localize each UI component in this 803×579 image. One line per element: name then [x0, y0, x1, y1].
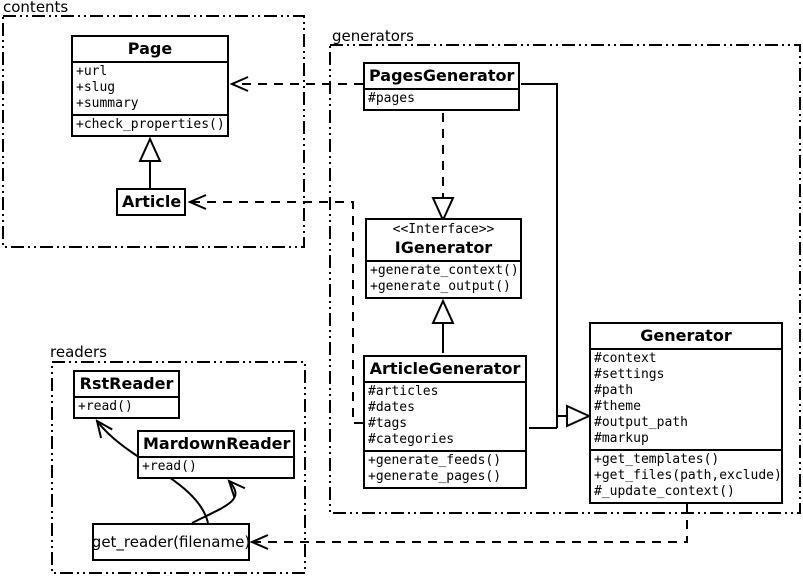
class-box-pagesgenerator: PagesGenerator #pages	[363, 62, 520, 111]
class-box-rstreader: RstReader +read()	[73, 370, 180, 419]
methods-compartment: +check_properties()	[73, 114, 227, 135]
class-name-generator: Generator	[640, 326, 732, 345]
class-name-article: Article	[122, 192, 182, 211]
method: +read()	[78, 399, 133, 414]
arrow-get-reader-to-mardownreader	[191, 481, 235, 524]
attribute: #markup	[594, 431, 649, 446]
attribute: #settings	[594, 367, 665, 382]
method: +generate_output()	[370, 279, 511, 294]
package-border-readers	[51, 361, 306, 574]
method: +get_templates()	[594, 452, 720, 467]
function-box-get-reader: get_reader(filename)	[92, 523, 250, 561]
interface-box-igenerator: <<Interface>> IGenerator +generate_conte…	[365, 218, 522, 299]
method: +check_properties()	[76, 117, 225, 132]
package-label-contents: contents	[3, 0, 69, 16]
attribute: #tags	[368, 416, 408, 431]
attribute: +summary	[76, 96, 139, 111]
attribute: #articles	[368, 384, 439, 399]
interface-title: <<Interface>> IGenerator	[367, 220, 520, 260]
attribute: #output_path	[594, 415, 688, 430]
methods-compartment: +get_templates() +get_files(path,exclude…	[591, 449, 782, 502]
attribute: #dates	[368, 400, 415, 415]
method: +read()	[142, 459, 197, 474]
method: +generate_pages()	[368, 469, 502, 484]
method: +generate_context()	[370, 263, 519, 278]
method: #_update_context()	[594, 484, 735, 499]
package-label-readers: readers	[50, 343, 107, 361]
inheritance-line-pagesgenerator-to-generator	[521, 83, 558, 428]
attributes-compartment: #context #settings #path #theme #output_…	[591, 348, 781, 449]
dependency-arrow-articlegenerator-to-article	[190, 202, 363, 424]
attribute: #categories	[368, 432, 455, 447]
class-name-mardownreader: MardownReader	[143, 434, 291, 453]
package-border-contents	[2, 15, 305, 248]
attributes-compartment: #articles #dates #tags #categories	[365, 381, 525, 450]
methods-compartment: +generate_context() +generate_output()	[367, 260, 520, 297]
class-name-page: Page	[127, 39, 173, 58]
attribute: #pages	[368, 91, 415, 106]
class-box-mardownreader: MardownReader +read()	[137, 430, 295, 479]
package-label-generators: generators	[332, 27, 414, 45]
class-name-articlegenerator: ArticleGenerator	[369, 359, 521, 378]
package-border-generators	[329, 44, 801, 514]
methods-compartment: +read()	[139, 456, 293, 477]
class-name-rstreader: RstReader	[79, 374, 174, 393]
method: +generate_feeds()	[368, 453, 502, 468]
class-name-igenerator: IGenerator	[394, 238, 493, 257]
methods-compartment: +generate_feeds() +generate_pages()	[365, 450, 525, 487]
class-box-generator: Generator #context #settings #path #them…	[589, 322, 783, 504]
stereotype-label: <<Interface>>	[392, 222, 495, 237]
attributes-compartment: #pages	[365, 88, 518, 109]
attribute: #theme	[594, 399, 641, 414]
function-label-get-reader: get_reader(filename)	[91, 533, 251, 551]
attribute: +url	[76, 64, 108, 79]
class-box-article: Article	[116, 188, 186, 216]
attribute: #path	[594, 383, 634, 398]
class-box-articlegenerator: ArticleGenerator #articles #dates #tags …	[363, 355, 527, 489]
dependency-arrow-generator-to-get-reader	[252, 504, 688, 542]
method: +get_files(path,exclude)	[594, 468, 782, 483]
attribute: +slug	[76, 80, 116, 95]
attribute: #context	[594, 351, 657, 366]
class-box-page: Page +url +slug +summary +check_properti…	[71, 35, 229, 137]
attributes-compartment: +url +slug +summary	[73, 61, 227, 114]
class-name-pagesgenerator: PagesGenerator	[369, 66, 515, 85]
methods-compartment: +read()	[75, 396, 178, 417]
